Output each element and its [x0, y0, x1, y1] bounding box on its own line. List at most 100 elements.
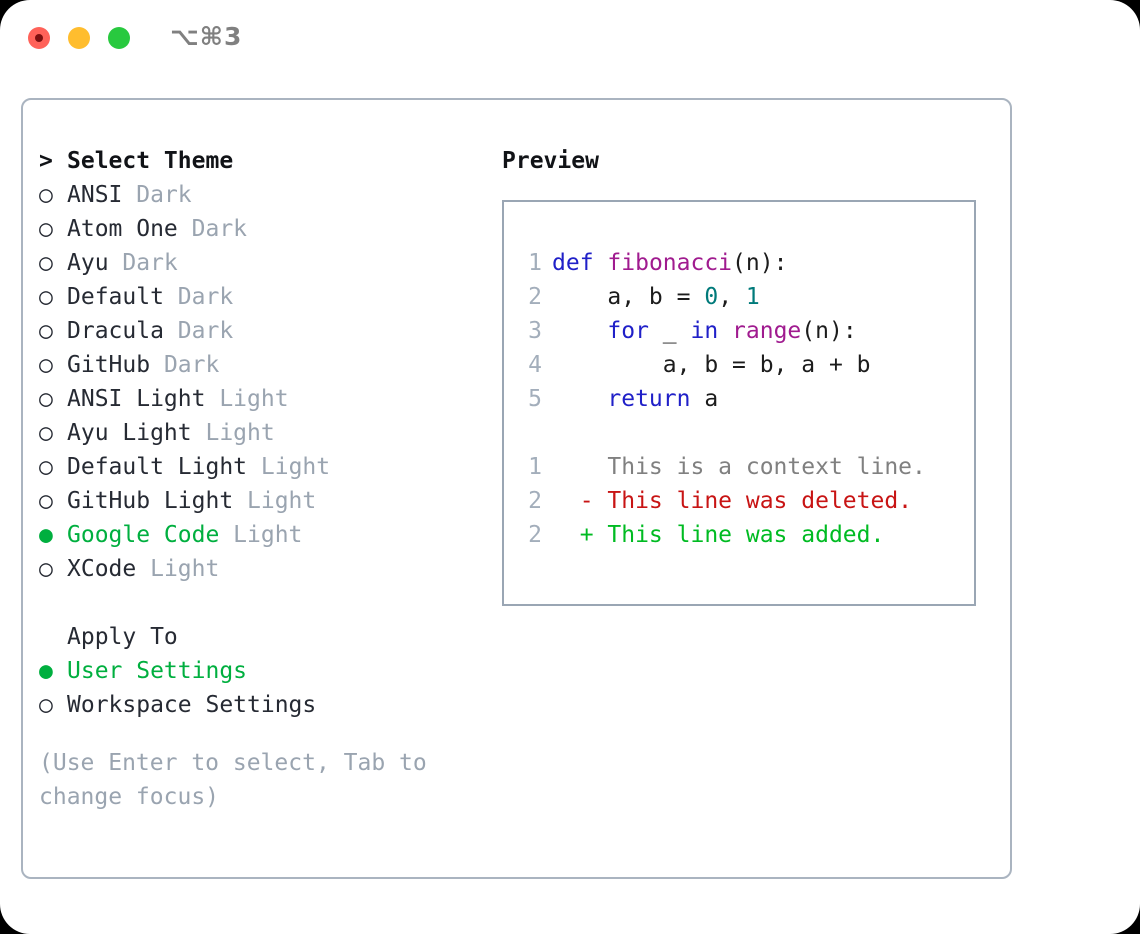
theme-option-label: Atom One: [67, 216, 192, 242]
select-theme-header: >Select Theme: [39, 144, 479, 178]
code-line-number: 4: [528, 352, 542, 378]
code-line-number: 3: [528, 318, 542, 344]
theme-variant-label: Light: [260, 454, 331, 480]
radio-unselected-icon: ○: [39, 250, 53, 276]
theme-option-label: ANSI: [67, 182, 137, 208]
apply-to-header-label: Apply To: [67, 624, 178, 650]
code-line-text: a, b = b, a + b: [552, 352, 871, 378]
radio-unselected-icon: ○: [39, 556, 53, 582]
code-line-text: return a: [552, 386, 718, 412]
theme-option-label: Ayu Light: [67, 420, 206, 446]
code-line-number: 2: [528, 284, 542, 310]
code-token-plain: (n):: [732, 250, 788, 276]
keyboard-shortcut-label: ⌥⌘3: [170, 22, 243, 51]
preview-header-label: Preview: [502, 148, 599, 174]
theme-variant-label: Light: [247, 488, 317, 514]
theme-option-label: Dracula: [67, 318, 178, 344]
maximize-window-button[interactable]: [108, 27, 130, 49]
theme-option-dracula[interactable]: ○ Dracula Dark: [39, 314, 479, 348]
radio-unselected-icon: ○: [39, 318, 53, 344]
code-token-kw: return: [607, 386, 691, 412]
theme-option-label: Google Code: [67, 522, 234, 548]
code-line-text: a, b = 0, 1: [552, 284, 759, 310]
theme-variant-label: Dark: [177, 284, 234, 310]
theme-variant-label: Light: [150, 556, 220, 582]
apply-to-section: Apply To ●User Settings ○ Workspace Settin…: [39, 620, 479, 722]
theme-variant-label: Dark: [163, 352, 220, 378]
apply-to-option-workspace-settings[interactable]: ○ Workspace Settings: [39, 688, 479, 722]
theme-option-label: GitHub Light: [67, 488, 248, 514]
code-token-fn: fibonacci: [607, 250, 733, 276]
theme-option-xcode[interactable]: ○ XCode Light: [39, 552, 479, 586]
apply-to-option-list: ●User Settings ○ Workspace Settings: [39, 654, 479, 722]
theme-option-default-light[interactable]: ○Default Light Light: [39, 450, 479, 484]
window-titlebar: ⌥⌘3: [0, 0, 1140, 78]
radio-unselected-icon: ○: [39, 454, 53, 480]
theme-variant-label: Light: [233, 522, 303, 548]
radio-unselected-icon: ○: [39, 488, 53, 514]
code-line: 3 for _ in range(n):: [516, 314, 966, 348]
code-token-plain: a, b = b, a + b: [662, 352, 871, 378]
code-line-number: 5: [528, 386, 542, 412]
theme-variant-label: Dark: [136, 182, 192, 208]
code-token-plain: [718, 318, 732, 344]
diff-line-ctx: 1 This is a context line.: [516, 450, 966, 484]
code-line: 2 a, b = 0, 1: [516, 280, 966, 314]
diff-line-add: 2 + This line was added.: [516, 518, 966, 552]
theme-option-label: XCode: [67, 556, 151, 582]
prompt-caret-icon: >: [39, 148, 53, 174]
theme-option-label: ANSI Light: [67, 386, 220, 412]
radio-unselected-icon: ○: [39, 352, 53, 378]
apply-to-header-spacer: [39, 620, 67, 654]
diff-line-number: 2: [528, 488, 542, 514]
theme-list-column: >Select Theme ○ANSI Dark○Atom One Dark○A…: [39, 144, 479, 814]
radio-unselected-icon: ○: [39, 386, 53, 412]
theme-option-default[interactable]: ○ Default Dark: [39, 280, 479, 314]
theme-variant-label: Dark: [122, 250, 178, 276]
radio-unselected-icon: ○: [39, 284, 53, 310]
theme-option-label: Default: [67, 284, 178, 310]
code-line-text: def fibonacci(n):: [552, 250, 787, 276]
diff-line-number: 2: [528, 522, 542, 548]
code-token-fn: range: [732, 318, 802, 344]
code-token-kw: def: [552, 250, 594, 276]
theme-variant-label: Light: [205, 420, 275, 446]
diff-sample-lines: 1 This is a context line. 2 - This line w…: [516, 450, 966, 552]
apply-to-header: Apply To: [39, 620, 479, 654]
code-token-plain: [594, 250, 608, 276]
theme-option-github-light[interactable]: ○ GitHub Light Light: [39, 484, 479, 518]
diff-line-text: This is a context line.: [552, 454, 926, 480]
code-token-kw: for: [607, 318, 649, 344]
apply-to-option-user-settings[interactable]: ●User Settings: [39, 654, 479, 688]
theme-option-label: Ayu: [67, 250, 123, 276]
theme-option-ayu[interactable]: ○ Ayu Dark: [39, 246, 479, 280]
minimize-window-button[interactable]: [68, 27, 90, 49]
code-token-plain: ,: [718, 284, 746, 310]
theme-option-github[interactable]: ○GitHub Dark: [39, 348, 479, 382]
diff-line-text: + This line was added.: [552, 522, 885, 548]
diff-line-text: - This line was deleted.: [552, 488, 913, 514]
theme-option-google-code[interactable]: ● Google Code Light: [39, 518, 479, 552]
code-line-text: for _ in range(n):: [552, 318, 856, 344]
theme-option-ansi[interactable]: ○ANSI Dark: [39, 178, 479, 212]
theme-option-atom-one[interactable]: ○Atom One Dark: [39, 212, 479, 246]
code-line: 4 a, b = b, a + b: [516, 348, 966, 382]
theme-variant-label: Dark: [177, 318, 234, 344]
diff-line-number: 1: [528, 454, 542, 480]
theme-option-ansi-light[interactable]: ○ ANSI Light Light: [39, 382, 479, 416]
theme-option-list: ○ANSI Dark○Atom One Dark○Ayu Dark○Defaul…: [39, 178, 479, 586]
theme-variant-label: Light: [219, 386, 289, 412]
code-token-kw: in: [690, 318, 719, 344]
radio-unselected-icon: ○: [39, 692, 53, 718]
radio-selected-icon: ●: [39, 522, 53, 548]
close-window-button[interactable]: [28, 27, 50, 49]
apply-to-option-label: Workspace Settings: [67, 692, 317, 718]
theme-option-ayu-light[interactable]: ○Ayu Light Light: [39, 416, 479, 450]
radio-unselected-icon: ○: [39, 216, 53, 242]
radio-selected-icon: ●: [39, 658, 53, 684]
